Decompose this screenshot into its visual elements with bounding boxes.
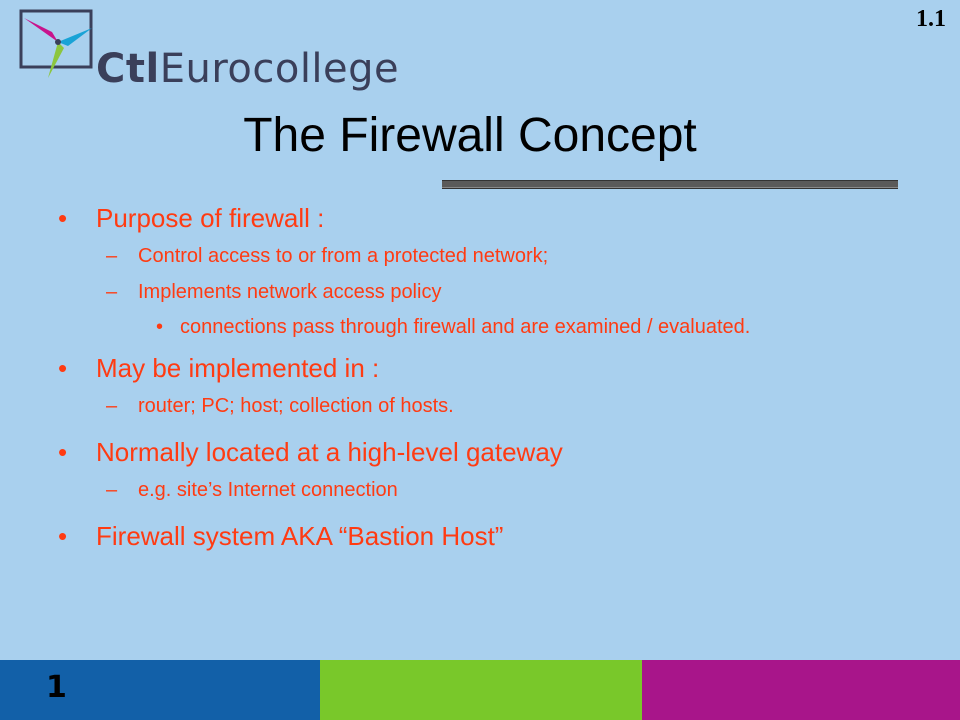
spacer <box>0 508 960 516</box>
brand-wordmark-bold: Ctl <box>96 46 160 92</box>
sub-bullet-item: Control access to or from a protected ne… <box>0 238 960 274</box>
bullet-item: Firewall system AKA “Bastion Host” <box>0 516 960 556</box>
brand-wordmark-rest: Eurocollege <box>159 46 400 92</box>
slide-content: Purpose of firewall : Control access to … <box>0 198 960 556</box>
bullet-item: Purpose of firewall : <box>0 198 960 238</box>
footer-bar-blue <box>0 660 320 720</box>
brand-wordmark: CtlEurocollege <box>96 46 399 92</box>
footer-bar-green <box>320 660 642 720</box>
footer-bar-magenta <box>642 660 960 720</box>
page-number: 1 <box>46 670 67 705</box>
spacer <box>0 424 960 432</box>
bullet-item: May be implemented in : <box>0 348 960 388</box>
title-divider <box>442 180 898 188</box>
bullet-item: Normally located at a high-level gateway <box>0 432 960 472</box>
spacer <box>0 340 960 348</box>
slide-title: The Firewall Concept <box>243 109 697 162</box>
sub-bullet-item: router; PC; host; collection of hosts. <box>0 388 960 424</box>
brand-logo: CtlEurocollege <box>18 8 438 98</box>
slide-code: 1.1 <box>916 6 946 32</box>
sub-bullet-item: Implements network access policy <box>0 274 960 310</box>
pinwheel-logo-icon <box>19 9 93 78</box>
footer-color-bar <box>0 660 960 720</box>
sub-bullet-item: e.g. site’s Internet connection <box>0 472 960 508</box>
sub-sub-bullet-item: connections pass through firewall and ar… <box>0 314 960 340</box>
